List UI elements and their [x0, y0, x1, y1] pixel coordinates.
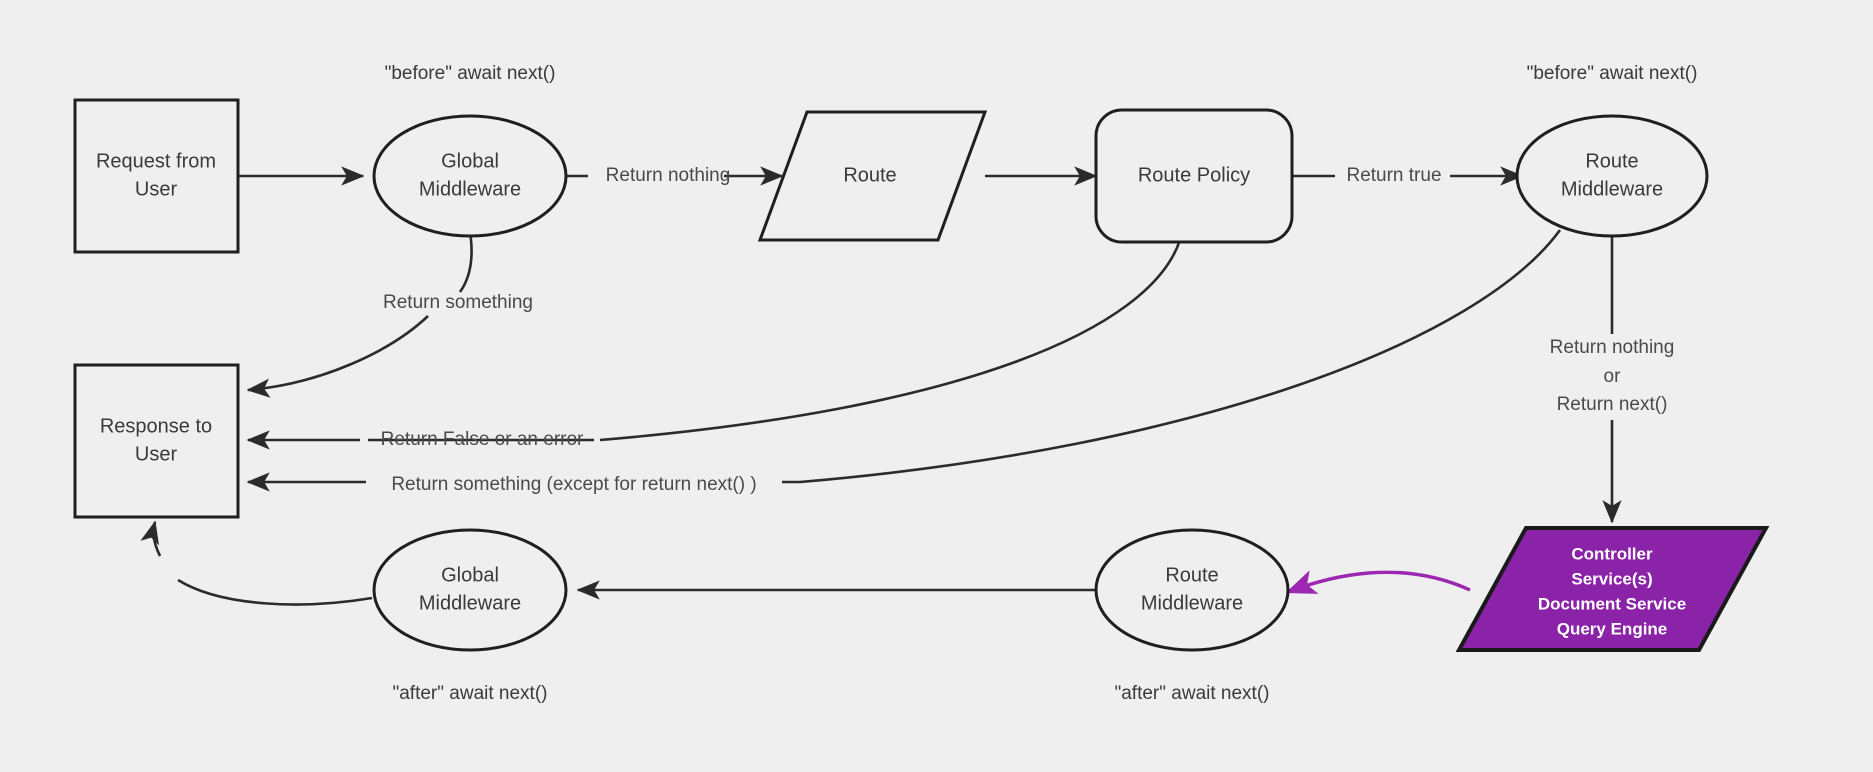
annotation-before-await-next-global: "before" await next() — [385, 63, 556, 84]
controller-services-label-line-1: Controller — [1571, 544, 1653, 563]
node-route-middleware-before[interactable]: Route Middleware — [1515, 114, 1709, 238]
edge-global-middleware-after-to-response — [140, 520, 162, 557]
route-shape — [757, 110, 988, 242]
edge-label-return-something-except: Return something (except for return next… — [391, 474, 756, 495]
route-policy-shape — [1094, 108, 1294, 244]
global-middleware-after-label-line-2: Middleware — [419, 592, 521, 614]
annotation-after-await-next-route: "after" await next() — [1115, 683, 1270, 704]
global-middleware-before-label-line-2: Middleware — [419, 178, 521, 200]
global-middleware-before-shape — [372, 114, 568, 238]
node-route[interactable]: Route — [757, 110, 988, 242]
node-request-from-user[interactable]: Request from User — [73, 98, 240, 254]
edge-label-return-true: Return true — [1346, 165, 1441, 186]
annotation-after-await-next-global: "after" await next() — [393, 683, 548, 704]
route-label: Route — [843, 164, 896, 186]
edge-label-return-nothing-or-next-line-1: Return nothing — [1550, 337, 1675, 358]
edge-route-middleware-return-something-curve — [799, 229, 1562, 484]
request-from-user-label-line-2: User — [135, 178, 178, 200]
controller-services-label-line-2: Service(s) — [1571, 569, 1652, 588]
global-middleware-after-shape — [372, 528, 568, 652]
edge-label-return-nothing-or-next-line-2: or — [1604, 366, 1622, 387]
edge-label-return-nothing: Return nothing — [606, 165, 731, 186]
response-to-user-shape — [73, 363, 240, 519]
route-policy-label: Route Policy — [1138, 164, 1250, 186]
edge-route-policy-return-false-curve — [599, 239, 1182, 442]
node-global-middleware-before[interactable]: Global Middleware — [372, 114, 568, 238]
edge-global-middleware-return-something-upper — [458, 231, 473, 293]
edge-controller-to-route-middleware-after — [1285, 570, 1471, 594]
response-to-user-label-line-2: User — [135, 443, 178, 465]
global-middleware-after-label-line-1: Global — [441, 564, 499, 586]
edge-global-middleware-after-curve — [177, 578, 373, 606]
response-to-user-label-line-1: Response to — [100, 415, 212, 437]
edge-label-return-false-or-error: Return False or an error — [381, 429, 584, 450]
node-route-policy[interactable]: Route Policy — [1094, 108, 1294, 244]
node-route-middleware-after[interactable]: Route Middleware — [1094, 528, 1290, 652]
node-global-middleware-after[interactable]: Global Middleware — [372, 528, 568, 652]
route-middleware-before-shape — [1515, 114, 1709, 238]
route-middleware-after-label-line-1: Route — [1165, 564, 1218, 586]
route-middleware-after-label-line-2: Middleware — [1141, 592, 1243, 614]
global-middleware-before-label-line-1: Global — [441, 150, 499, 172]
controller-services-label-line-3: Document Service — [1538, 594, 1686, 613]
route-middleware-after-shape — [1094, 528, 1290, 652]
annotation-before-await-next-route: "before" await next() — [1527, 63, 1698, 84]
node-response-to-user[interactable]: Response to User — [73, 363, 240, 519]
node-controller-services[interactable]: Controller Service(s) Document Service Q… — [1455, 526, 1770, 652]
edge-global-middleware-return-something-lower — [246, 315, 429, 398]
controller-services-label-line-4: Query Engine — [1557, 619, 1668, 638]
route-middleware-before-label-line-2: Middleware — [1561, 178, 1663, 200]
edge-label-return-something: Return something — [383, 292, 533, 313]
request-from-user-label-line-1: Request from — [96, 150, 216, 172]
edge-label-return-nothing-or-next-line-3: Return next() — [1557, 394, 1668, 415]
controller-services-shape — [1455, 526, 1770, 652]
route-middleware-before-label-line-1: Route — [1585, 150, 1638, 172]
request-from-user-shape — [73, 98, 240, 254]
